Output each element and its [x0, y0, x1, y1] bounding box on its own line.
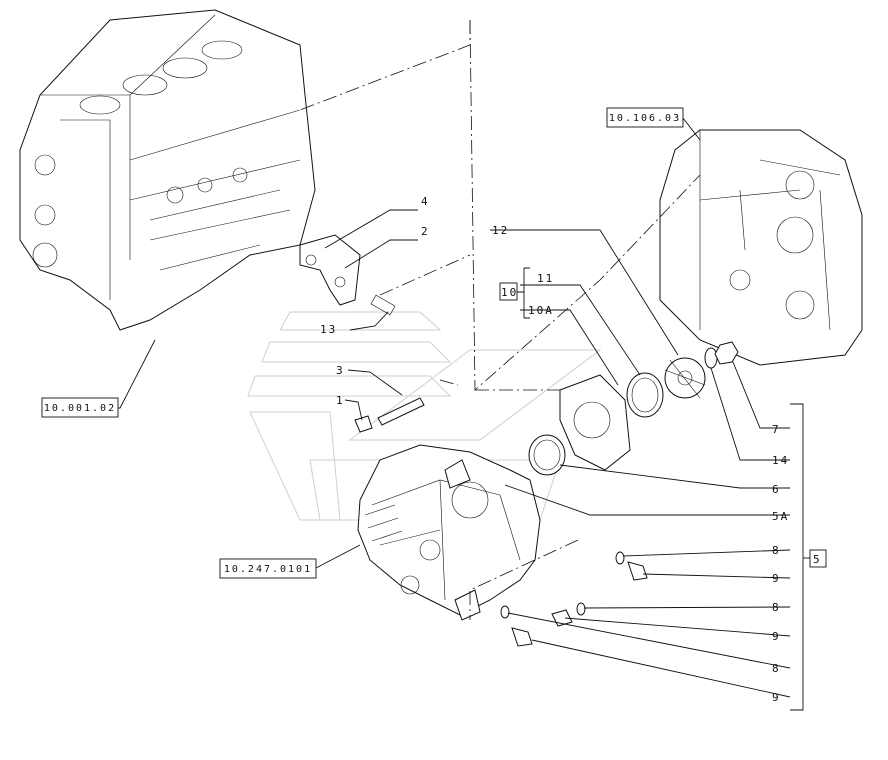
- stud-and-nut: [354, 397, 425, 433]
- construction-lines: [299, 19, 701, 620]
- reference-box-engine-block[interactable]: 10.001.02: [41, 397, 119, 418]
- callout-5: 5: [813, 553, 822, 566]
- fittings: [500, 551, 648, 647]
- callout-14: 14: [772, 454, 789, 467]
- callout-5a: 5A: [772, 510, 789, 523]
- group-5-bracket: [790, 403, 810, 711]
- callout-4: 4: [421, 195, 430, 208]
- callout-9-first: 9: [772, 572, 781, 585]
- callout-10a: 10A: [528, 304, 554, 317]
- callout-9-third: 9: [772, 691, 781, 704]
- callout-10: 10: [501, 286, 518, 299]
- callout-7: 7: [772, 423, 781, 436]
- callout-1: 1: [336, 394, 345, 407]
- callout-11: 11: [537, 272, 554, 285]
- callout-8-third: 8: [772, 662, 781, 675]
- callout-12: 12: [492, 224, 509, 237]
- callout-9-second: 9: [772, 630, 781, 643]
- engine-block-illustration: [19, 9, 316, 331]
- callout-2: 2: [421, 225, 430, 238]
- flange-plate: [299, 234, 396, 316]
- callout-5-box: [809, 549, 827, 568]
- reference-box-pump-group[interactable]: 10.247.0101: [219, 558, 317, 579]
- callout-13: 13: [320, 323, 337, 336]
- ref-engine-block-text: 10.001.02: [44, 403, 116, 414]
- callout-3: 3: [336, 364, 345, 377]
- timing-cover-illustration: [659, 129, 863, 366]
- injection-pump-illustration: [357, 444, 541, 621]
- callout-8-second: 8: [772, 601, 781, 614]
- ref-pump-group-text: 10.247.0101: [224, 564, 312, 575]
- callout-6: 6: [772, 483, 781, 496]
- callout-8-first: 8: [772, 544, 781, 557]
- leader-lines: [118, 117, 791, 698]
- callout-10-box: [499, 267, 530, 319]
- pump-flange-and-seals: [528, 341, 739, 476]
- ref-timing-cover-text: 10.106.03: [609, 113, 681, 124]
- reference-box-timing-cover[interactable]: 10.106.03: [606, 107, 684, 128]
- callout-labels: 4 2 13 3 1 12 11 10A 10 7 14 6 5A 8 9 8 …: [320, 195, 822, 704]
